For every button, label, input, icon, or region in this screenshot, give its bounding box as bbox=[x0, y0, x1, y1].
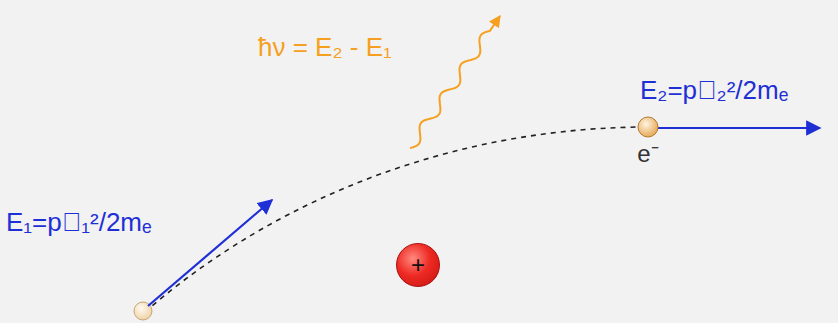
formula-label: E₂=p⃗₂²/2mₑ bbox=[640, 76, 788, 105]
electron-particle: e⁻ bbox=[628, 116, 668, 167]
trajectory bbox=[145, 127, 640, 312]
formula-label: ħν = E₂ - E₁ bbox=[258, 33, 392, 62]
momentum-arrow bbox=[148, 200, 272, 306]
electron-circle bbox=[637, 116, 659, 138]
nucleus-circle: + bbox=[396, 243, 440, 287]
charge-sign: + bbox=[411, 253, 425, 277]
photon-wave bbox=[410, 16, 500, 148]
formula-label: E₁=p⃗₁²/2mₑ bbox=[6, 208, 152, 237]
momentum-arrow bbox=[658, 127, 820, 129]
particle-label: e⁻ bbox=[637, 141, 658, 167]
